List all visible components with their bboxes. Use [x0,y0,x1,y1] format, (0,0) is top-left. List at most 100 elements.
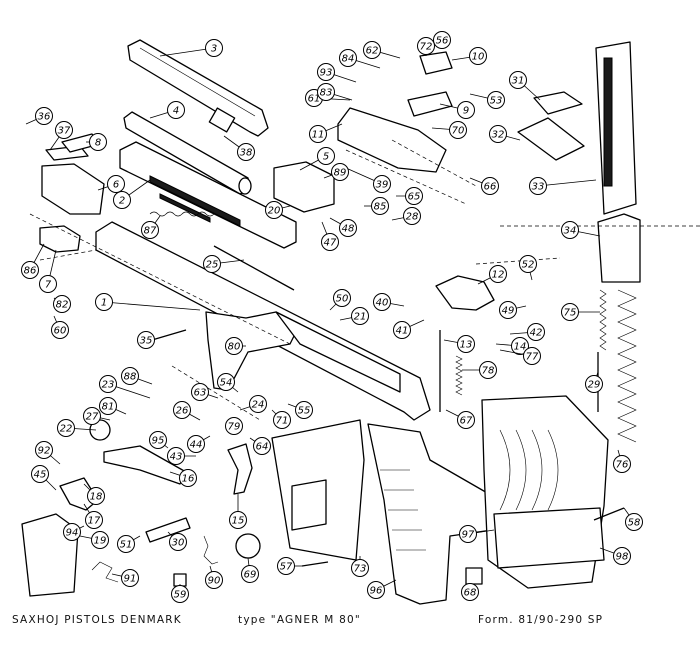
callout-number: 31 [512,76,525,87]
callout-number: 72 [420,42,433,53]
callout-number: 94 [66,528,79,539]
callout-number: 10 [472,52,485,63]
callout-54: 54 [217,373,239,393]
callout-62: 62 [363,41,401,59]
callout-66: 66 [469,177,499,195]
callout-7: 7 [39,249,57,293]
callout-circle [331,163,349,181]
callout-35: 35 [137,331,155,349]
callout-number: 64 [256,442,269,453]
form-number-caption: Form. 81/90-290 SP [478,614,604,626]
callout-circle [625,513,643,531]
callout-number: 76 [616,460,629,471]
callout-79: 79 [225,417,243,435]
callout-circle [457,335,475,353]
callout-55: 55 [287,401,313,419]
callout-circle [489,125,507,143]
callout-circle [167,447,185,465]
callout-number: 82 [56,300,69,311]
callout-6: 6 [97,175,125,193]
callout-number: 73 [354,564,367,575]
callout-31: 31 [509,71,541,101]
callout-number: 61 [308,94,321,105]
callout-circle [511,337,529,355]
callout-circle [107,175,125,193]
callout-circle [121,367,139,385]
callout-circle [187,435,205,453]
callout-28: 28 [391,207,421,225]
callout-circle [265,201,283,219]
callout-68: 68 [461,583,479,601]
callout-number: 43 [170,452,183,463]
callout-number: 87 [144,226,157,237]
callout-8: 8 [86,133,107,151]
callout-circle [339,49,357,67]
callout-circle [499,301,517,319]
callout-80: 80 [225,337,246,355]
callout-47: 47 [321,221,339,251]
callout-circle [87,487,105,505]
callout-circle [95,293,113,311]
callout-circle [225,417,243,435]
callout-number: 2 [119,196,125,207]
callout-44: 44 [187,435,211,453]
callout-number: 60 [54,326,67,337]
callout-circle [317,147,335,165]
callout-10: 10 [451,47,487,65]
callout-number: 80 [228,342,241,353]
callout-circle [351,307,369,325]
callout-number: 16 [182,474,195,485]
callout-number: 71 [276,416,289,427]
callout-number: 83 [320,88,333,99]
callout-21: 21 [339,307,369,325]
callout-72: 72 [417,37,435,56]
callout-circle [167,101,185,119]
grip-part [367,423,497,605]
trigger-part [227,443,253,495]
callout-number: 65 [408,192,421,203]
callout-number: 49 [502,306,515,317]
callout-57: 57 [277,557,302,575]
callout-number: 92 [38,446,51,457]
callout-circle [85,511,103,529]
callout-circle [217,373,235,391]
callout-circle [457,411,475,429]
callout-number: 45 [34,470,47,481]
callout-number: 1 [101,298,107,309]
callout-number: 97 [462,530,475,541]
callout-circle [121,569,139,587]
callout-89: 89 [323,163,349,181]
callout-45: 45 [31,465,57,491]
callout-11: 11 [309,123,343,143]
callout-circle [613,455,631,473]
callout-circle [277,557,295,575]
hammer-part [435,275,495,311]
callout-90: 90 [205,565,223,589]
callout-number: 51 [120,540,133,551]
callout-circle [367,581,385,599]
callout-60: 60 [51,315,69,339]
callout-36: 36 [25,107,53,125]
callout-59: 59 [171,584,189,603]
callout-circle [179,469,197,487]
callout-19: 19 [69,531,109,549]
callout-16: 16 [169,469,197,487]
callout-number: 27 [86,412,99,423]
callout-number: 12 [492,270,505,281]
callout-circle [351,559,369,577]
callout-circle [457,101,475,119]
callout-number: 59 [174,590,187,601]
callout-71: 71 [271,409,291,429]
callout-circle [449,121,467,139]
callout-number: 70 [452,126,465,137]
callout-circle [459,525,477,543]
callout-circle [31,465,49,483]
callout-number: 17 [88,516,101,527]
callout-17: 17 [83,503,103,529]
callout-95: 95 [149,431,169,449]
callout-78: 78 [462,361,497,379]
callout-number: 8 [95,138,101,149]
callout-5: 5 [299,147,335,171]
callout-number: 41 [396,326,409,337]
